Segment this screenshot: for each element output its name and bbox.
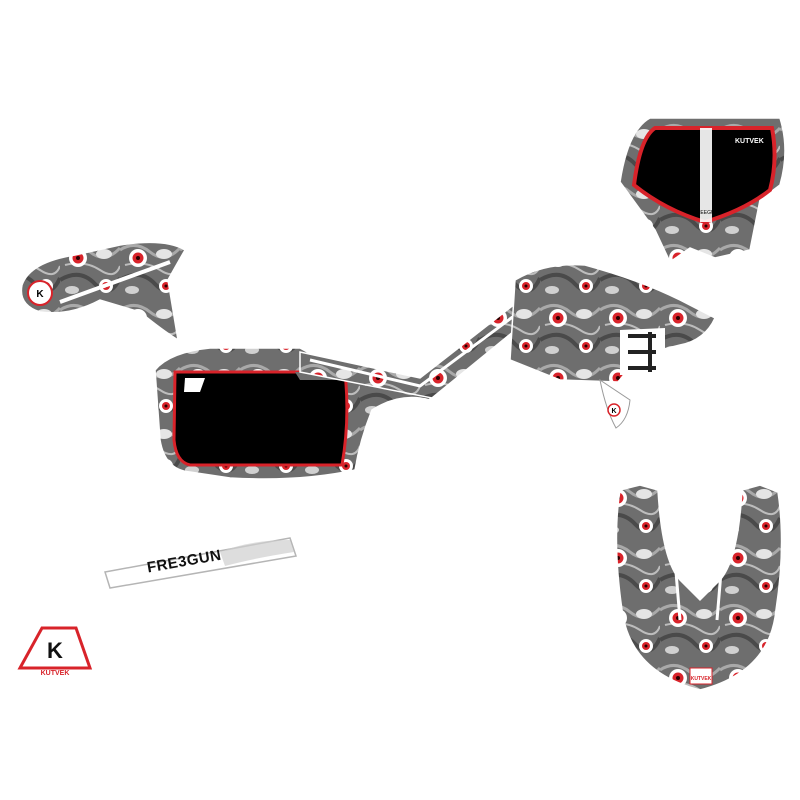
fork-guard-text: KUTVEK [691,676,712,682]
swingarm-strip-decal: FRE3GUN [104,537,297,589]
brand-logo: K KUTVEK [17,626,93,677]
fork-guard-decal: KUTVEK [615,484,783,691]
left-shroud-decal: K [20,241,187,342]
front-number-plate-decal: KUTVEK FREEGUN [619,117,786,264]
radiator-badge-text: K [611,408,616,415]
svg-text:K: K [36,289,44,300]
number-panel-black [172,370,349,467]
front-plate-bottom-text: FREEGUN [694,210,719,216]
svg-text:K: K [47,638,63,663]
right-shroud-decal: K [509,263,716,429]
brand-logo-text: KUTVEK [41,670,70,677]
front-plate-top-text: KUTVEK [735,138,764,145]
side-panel-decal [154,347,431,480]
